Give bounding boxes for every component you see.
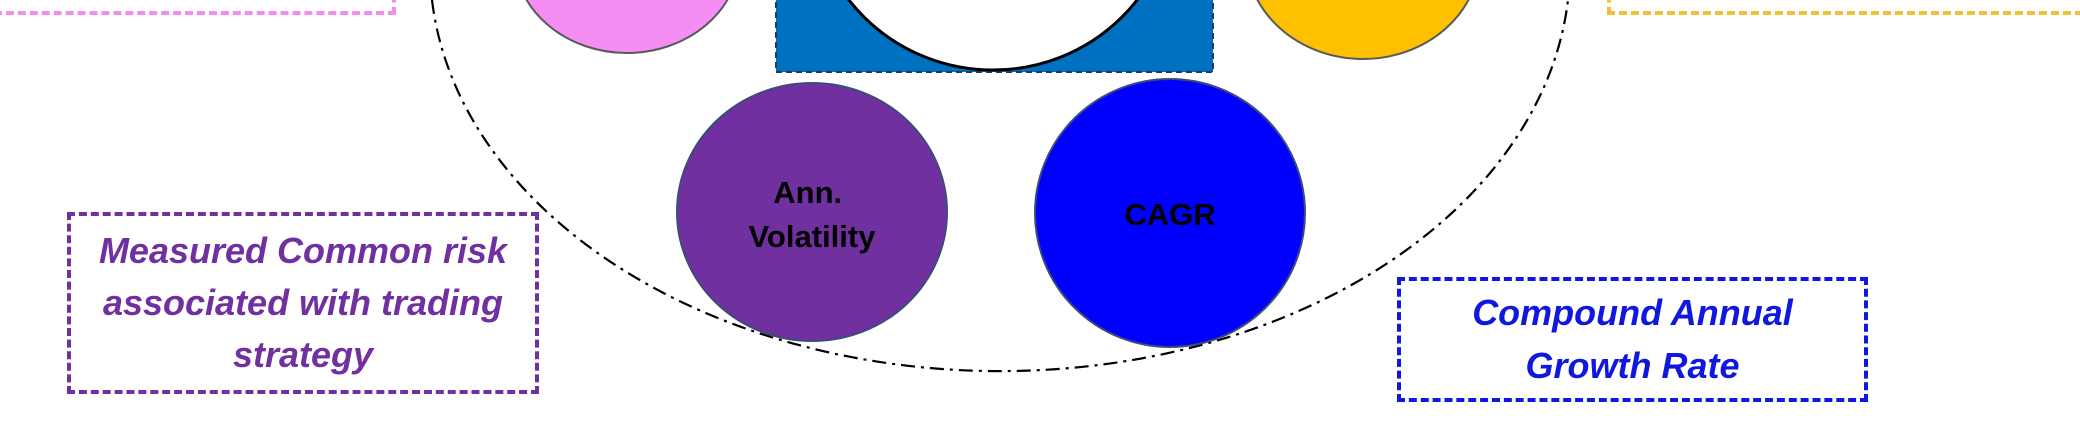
volatility-label-line1: Ann. [773,175,842,210]
pink-callout-box [0,0,396,15]
cagr-callout-text: Compound Annual Growth Rate [1472,292,1793,386]
outer-boundary-arc [430,0,1570,373]
cagr-node [1034,78,1306,348]
volatility-node-label: Ann. Volatility [749,175,877,254]
cagr-callout-box: Compound Annual Growth Rate [1397,277,1868,402]
volatility-callout-text: Measured Common risk associated with tra… [98,229,508,376]
cagr-node-label: CAGR [1124,197,1215,232]
center-hub-circle [847,0,1139,72]
volatility-label-line2: Volatility [749,219,877,254]
volatility-callout-box: Measured Common risk associated with tra… [67,212,539,394]
volatility-node [676,82,948,342]
yellow-metric-circle [1256,0,1470,60]
yellow-callout-box [1607,0,2080,15]
pink-metric-circle [525,0,729,54]
